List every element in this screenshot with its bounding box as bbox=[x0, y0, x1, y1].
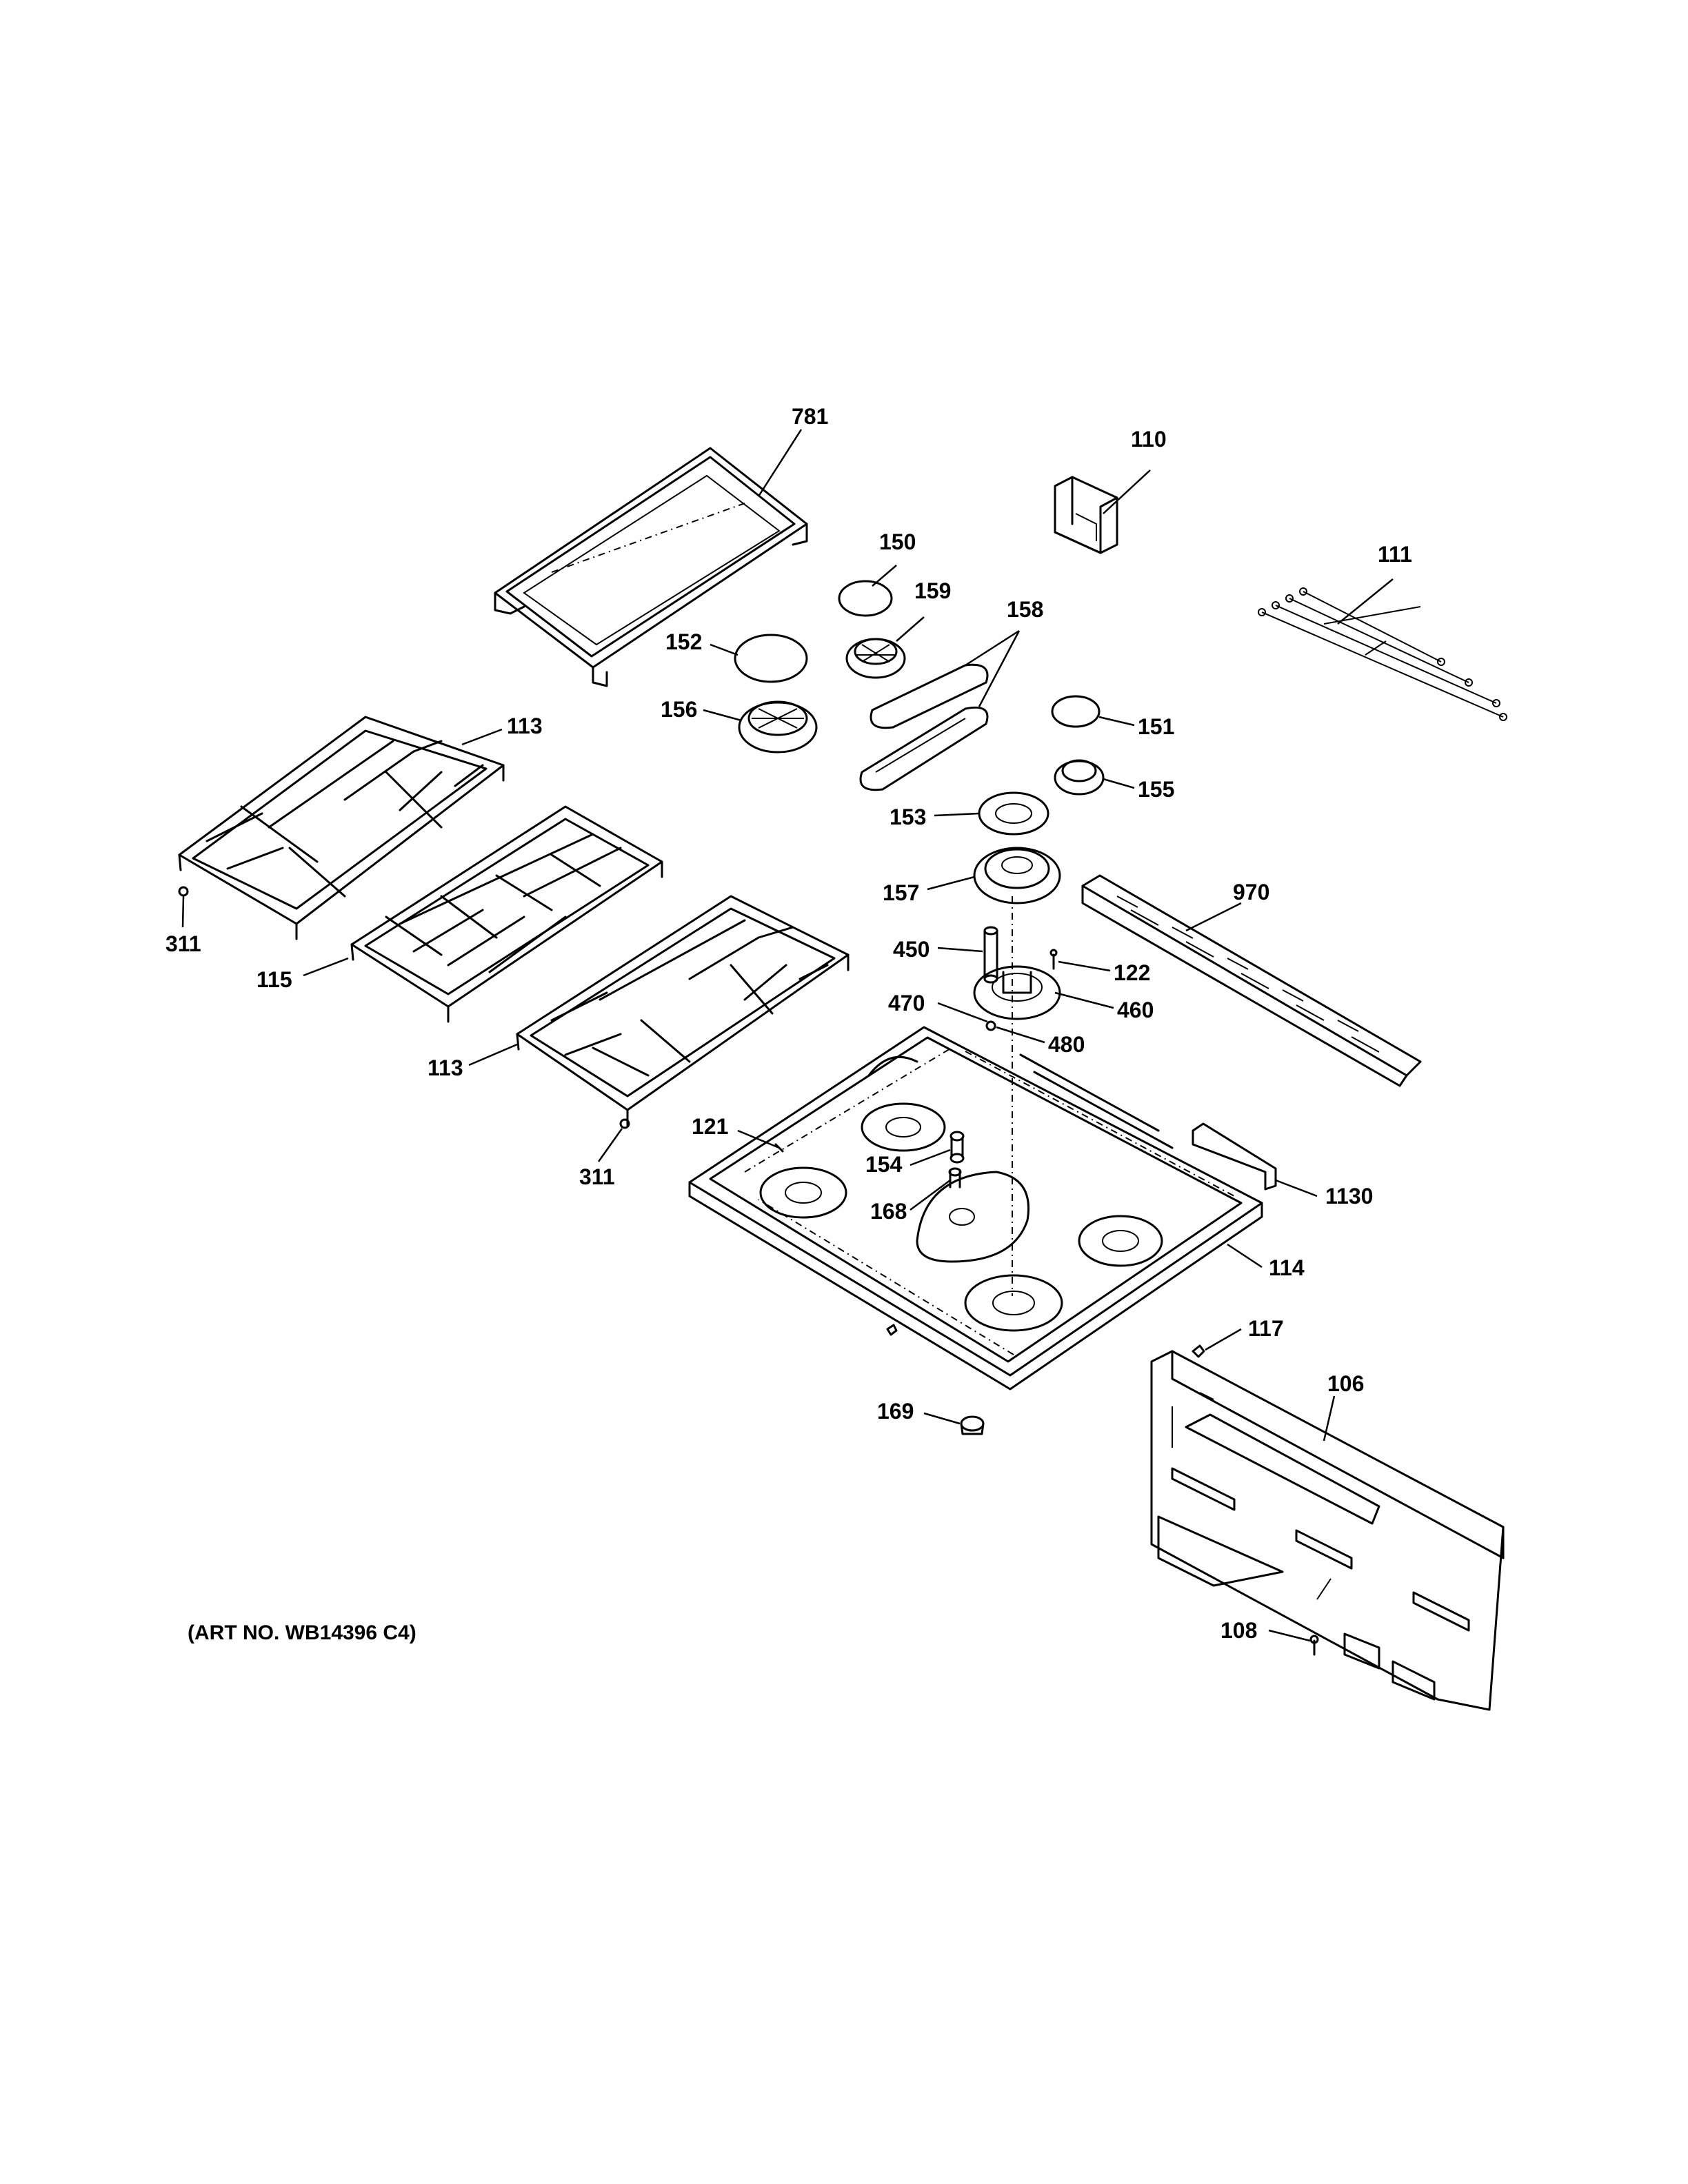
part-113-grate-left bbox=[178, 716, 505, 940]
callout-159: 159 bbox=[914, 578, 951, 603]
part-155-burner-head bbox=[1054, 759, 1105, 796]
part-311-bumper-b bbox=[619, 1118, 630, 1129]
callout-115: 115 bbox=[257, 967, 292, 992]
part-156-burner-head bbox=[738, 700, 818, 754]
part-151-burner-cap bbox=[1051, 695, 1101, 728]
callout-122: 122 bbox=[1114, 960, 1150, 985]
part-154-orifice bbox=[950, 1131, 965, 1164]
callout-114: 114 bbox=[1269, 1255, 1305, 1280]
callout-781: 781 bbox=[792, 404, 828, 429]
callout-311: 311 bbox=[165, 931, 201, 956]
part-115-grate-center bbox=[350, 805, 663, 1023]
part-970-trim bbox=[1081, 874, 1422, 1087]
part-150-burner-cap bbox=[838, 580, 893, 617]
callout-106: 106 bbox=[1327, 1371, 1364, 1396]
part-460-burner-base bbox=[973, 965, 1061, 1020]
callout-113: 113 bbox=[507, 714, 543, 738]
callout-labels: 781 110 150 111 159 158 152 156 151 113 … bbox=[165, 404, 1412, 1643]
part-122-screw bbox=[1049, 949, 1058, 970]
callout-169: 169 bbox=[877, 1399, 914, 1424]
part-152-burner-cap bbox=[734, 634, 808, 683]
part-108-screw bbox=[1309, 1635, 1319, 1656]
callout-152: 152 bbox=[665, 629, 702, 654]
part-113-grate-right bbox=[516, 895, 850, 1126]
callout-121: 121 bbox=[692, 1114, 728, 1139]
part-480-fastener bbox=[985, 1020, 996, 1031]
part-311-bumper-a bbox=[178, 886, 189, 897]
callout-153: 153 bbox=[890, 805, 926, 829]
part-168-orifice bbox=[948, 1167, 962, 1189]
callout-311: 311 bbox=[579, 1164, 615, 1189]
callout-151: 151 bbox=[1138, 714, 1174, 739]
part-781-griddle bbox=[494, 447, 808, 687]
callout-155: 155 bbox=[1138, 777, 1174, 802]
part-117-screw bbox=[1192, 1344, 1205, 1358]
callout-150: 150 bbox=[879, 529, 916, 554]
callout-970: 970 bbox=[1233, 880, 1269, 904]
part-106-back-panel bbox=[1150, 1350, 1505, 1711]
callout-470: 470 bbox=[888, 991, 925, 1015]
part-1130-bracket bbox=[1192, 1122, 1277, 1191]
callout-111: 111 bbox=[1378, 542, 1412, 567]
callout-480: 480 bbox=[1048, 1032, 1085, 1057]
art-number-label: (ART NO. WB14396 C4) bbox=[188, 1621, 416, 1644]
callout-154: 154 bbox=[865, 1152, 903, 1177]
callout-117: 117 bbox=[1248, 1316, 1284, 1341]
part-158-oval-burner bbox=[859, 663, 989, 791]
part-169-grommet bbox=[960, 1415, 985, 1435]
part-153-burner-ring bbox=[978, 791, 1049, 836]
callout-110: 110 bbox=[1131, 427, 1167, 452]
callout-460: 460 bbox=[1117, 998, 1154, 1022]
part-screw-loose bbox=[886, 1324, 898, 1336]
callout-156: 156 bbox=[661, 697, 697, 722]
part-111-wire-harness bbox=[1258, 587, 1507, 721]
callout-168: 168 bbox=[870, 1199, 907, 1224]
callout-450: 450 bbox=[893, 937, 930, 962]
callout-108: 108 bbox=[1220, 1618, 1257, 1643]
part-157-burner-head bbox=[973, 847, 1061, 904]
leader-lines bbox=[181, 429, 1394, 1642]
callout-1130: 1130 bbox=[1325, 1184, 1373, 1209]
part-110-bracket bbox=[1054, 476, 1118, 554]
callout-113: 113 bbox=[428, 1055, 463, 1080]
part-159-burner-head bbox=[845, 638, 906, 679]
callout-158: 158 bbox=[1007, 597, 1043, 622]
part-114-burner-box bbox=[688, 896, 1263, 1391]
callout-157: 157 bbox=[883, 880, 919, 905]
